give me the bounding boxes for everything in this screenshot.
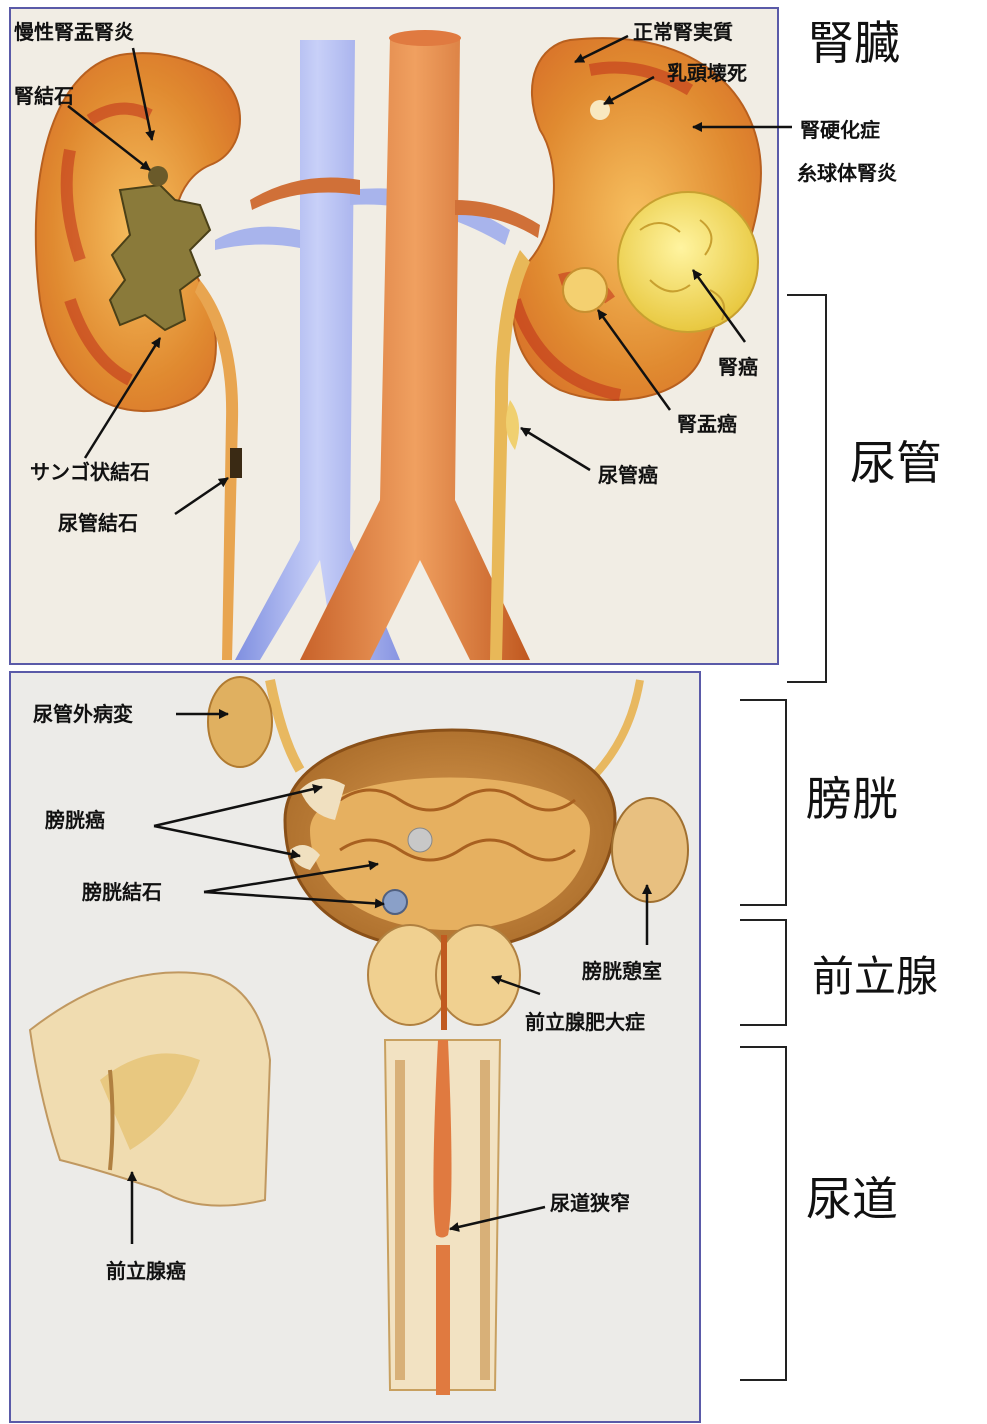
label-ureteral-stone: 尿管結石 [58, 513, 138, 533]
label-normal-parenchyma: 正常腎実質 [633, 22, 733, 42]
label-extraureteral-lesion: 尿管外病変 [33, 704, 133, 724]
label-bladder-cancer: 膀胱癌 [45, 810, 105, 830]
label-kidney-stone: 腎結石 [14, 86, 74, 106]
section-title-kidney: 腎臓 [808, 20, 900, 66]
label-renal-pelvis-cancer: 腎盂癌 [677, 414, 737, 434]
bladder-panel [10, 672, 700, 1422]
label-urethral-stricture: 尿道狭窄 [550, 1193, 630, 1213]
label-bladder-stone: 膀胱結石 [82, 882, 162, 902]
label-papillary-necrosis: 乳頭壊死 [667, 63, 747, 83]
label-ureteral-cancer: 尿管癌 [598, 465, 658, 485]
label-bph: 前立腺肥大症 [525, 1012, 645, 1032]
label-glomerulonephritis: 糸球体腎炎 [797, 163, 897, 183]
section-title-urethra: 尿道 [806, 1176, 898, 1222]
label-chronic-pyelonephritis: 慢性腎盂腎炎 [14, 22, 134, 42]
section-title-prostate: 前立腺 [812, 956, 938, 998]
section-title-ureter: 尿管 [850, 440, 942, 486]
label-nephrosclerosis: 腎硬化症 [800, 120, 880, 140]
kidney-panel [10, 8, 778, 664]
label-bladder-diverticulum: 膀胱憩室 [582, 961, 662, 981]
label-staghorn-stone: サンゴ状結石 [30, 462, 150, 482]
label-renal-cancer: 腎癌 [718, 357, 758, 377]
section-title-bladder: 膀胱 [806, 776, 898, 822]
label-prostate-cancer: 前立腺癌 [106, 1261, 186, 1281]
